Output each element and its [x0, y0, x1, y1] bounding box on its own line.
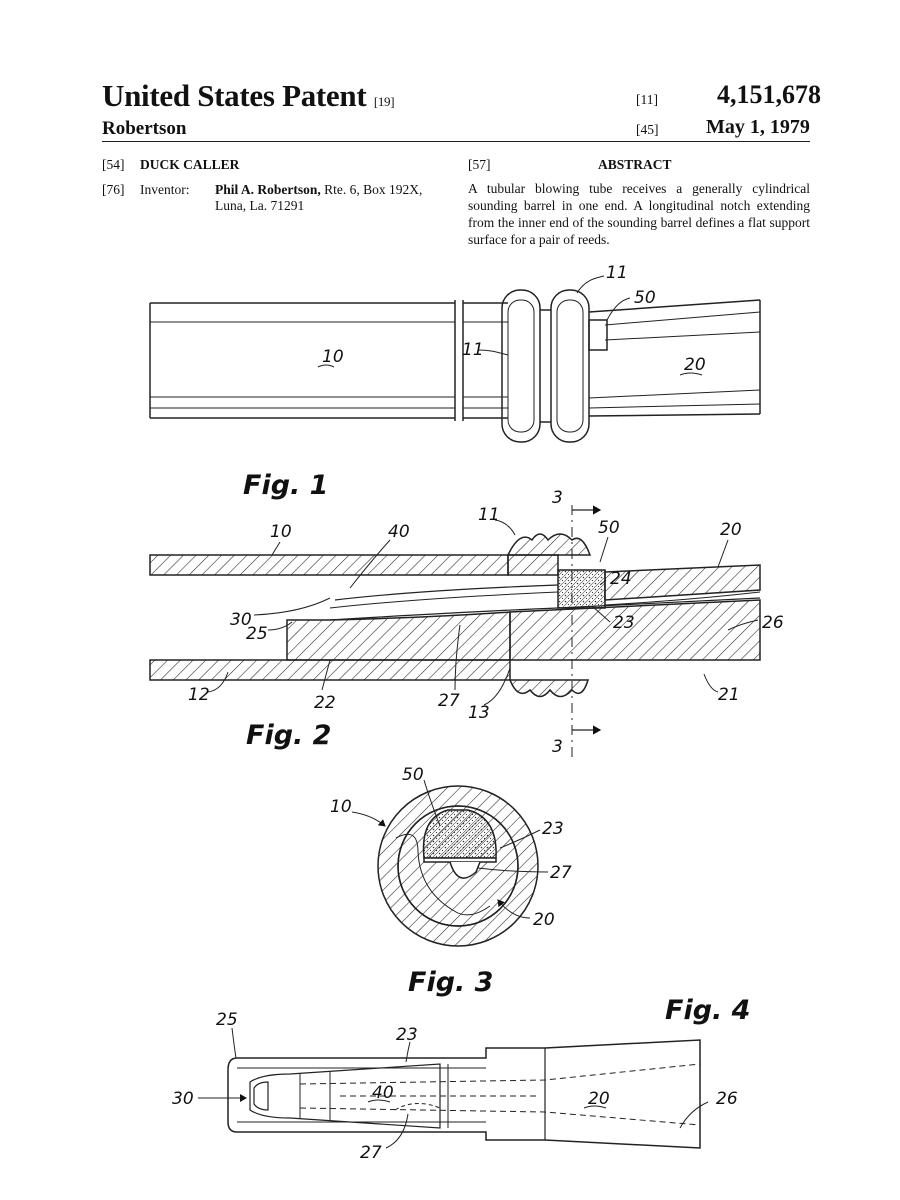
- fig3-label-cap: 50: [402, 765, 424, 785]
- fig2-label-barrel: 20: [720, 520, 742, 540]
- fig3-caption: Fig. 3: [408, 967, 493, 998]
- invention-title: DUCK CALLER: [140, 157, 240, 172]
- fig4-label-notch-end: 25: [216, 1010, 238, 1030]
- fig1-caption: Fig. 1: [243, 470, 328, 501]
- fig3-label-flat: 23: [542, 819, 564, 839]
- fig4-label-bore-end: 26: [716, 1089, 738, 1109]
- fig1-label-tube: 10: [322, 347, 344, 367]
- fig1-label-cap: 50: [634, 288, 656, 308]
- abstract-code: [57]: [468, 157, 491, 172]
- title-code: [19]: [373, 94, 395, 109]
- fig3-label-channel: 27: [550, 863, 572, 883]
- figure-4: [227, 1039, 701, 1149]
- patent-header-title: United States Patent [19]: [102, 78, 395, 114]
- fig2-label-shoulder: 13: [468, 703, 490, 723]
- fig4-label-flat: 23: [396, 1025, 418, 1045]
- fig2-label-channel: 27: [438, 691, 460, 711]
- fig2-label-bore-end: 26: [762, 613, 784, 633]
- patent-date: May 1, 1979: [706, 116, 810, 138]
- fig2-label-cap: 50: [598, 518, 620, 538]
- fig2-label-notch-end: 25: [246, 624, 268, 644]
- fig2-caption: Fig. 2: [246, 720, 331, 751]
- fig4-label-barrel: 20: [588, 1089, 610, 1109]
- inventor-address-1: Rte. 6, Box 192X,: [324, 182, 423, 197]
- patent-number-code: [11]: [636, 92, 658, 107]
- inventor-name: Phil A. Robertson,: [215, 182, 321, 197]
- abstract-heading: ABSTRACT: [598, 157, 672, 172]
- fig1-label-barrel: 20: [684, 355, 706, 375]
- abstract-text: A tubular blowing tube receives a genera…: [468, 181, 810, 247]
- figure-3-leaders: [351, 779, 549, 919]
- figure-2-labels: 10 40 11 50 20 24 30 25 23 26 12 22 27 1…: [188, 488, 784, 757]
- figure-2: [149, 505, 761, 760]
- fig4-label-channel: 27: [360, 1143, 382, 1163]
- figure-2-leaders: [207, 519, 759, 706]
- fig3-label-tube: 10: [330, 797, 352, 817]
- inventor-block: Phil A. Robertson, Rte. 6, Box 192X, Lun…: [215, 182, 455, 214]
- fig3-label-barrel: 20: [533, 910, 555, 930]
- title-field-code: [54]: [102, 157, 125, 172]
- figure-4-labels: 25 23 30 40 20 26 27: [172, 1010, 738, 1163]
- fig2-label-insert: 22: [314, 693, 336, 713]
- fig2-label-ring: 11: [478, 505, 500, 525]
- figure-1-labels: 10 11 50 11 20: [317, 263, 706, 376]
- patent-number: 4,151,678: [717, 80, 821, 109]
- patent-title: United States Patent: [102, 78, 367, 113]
- inventor-surname: Robertson: [102, 118, 187, 139]
- fig1-label-ring-top: 11: [606, 263, 628, 283]
- fig2-label-flat: 23: [613, 613, 635, 633]
- inventor-address-2: Luna, La. 71291: [215, 198, 305, 213]
- fig4-label-reed-short: 30: [172, 1089, 194, 1109]
- fig2-label-tube: 10: [270, 522, 292, 542]
- figure-3-labels: 50 10 23 27 20: [330, 765, 572, 930]
- fig4-caption: Fig. 4: [665, 995, 750, 1026]
- fig2-label-reed: 40: [388, 522, 410, 542]
- inventor-label: Inventor:: [140, 182, 190, 197]
- fig2-label-surface: 24: [610, 569, 632, 589]
- figure-3: [377, 785, 539, 947]
- fig4-label-reed: 40: [372, 1083, 394, 1103]
- fig2-label-barrel-end: 21: [718, 685, 740, 705]
- figure-4-leaders: [198, 1027, 709, 1149]
- header-divider: [102, 141, 810, 142]
- section-mark-top: 3: [552, 488, 563, 508]
- fig2-label-reed-short: 30: [230, 610, 252, 630]
- section-mark-bottom: 3: [552, 737, 563, 757]
- figure-1: [149, 275, 761, 443]
- fig2-label-bore: 12: [188, 685, 210, 705]
- date-code: [45]: [636, 122, 659, 137]
- inventor-field-code: [76]: [102, 182, 125, 197]
- fig1-label-ring-left: 11: [462, 340, 484, 360]
